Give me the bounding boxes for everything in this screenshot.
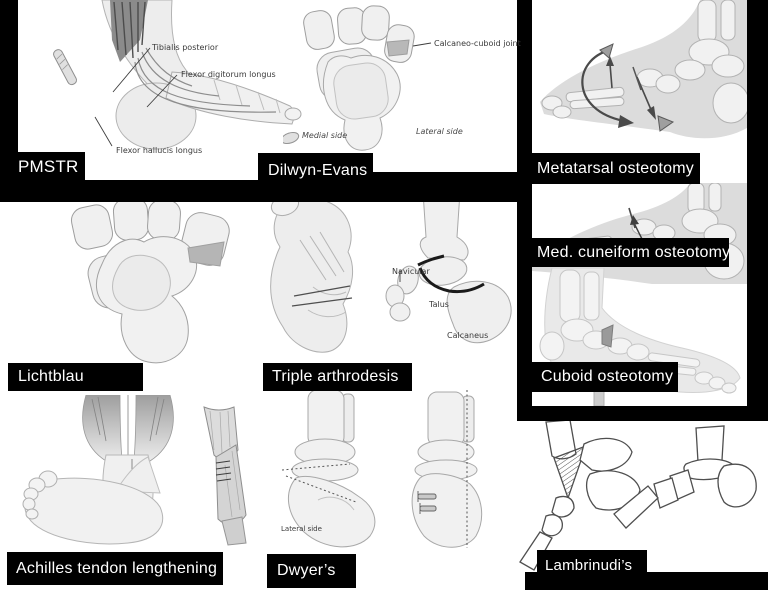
- osteotomy-line: [628, 207, 636, 229]
- wedge-marker-bottom: [657, 115, 675, 132]
- metatarsal-lines: [213, 79, 281, 114]
- resection-wedge: [187, 241, 225, 267]
- leader-line: [412, 42, 432, 47]
- bone-fragment: [283, 131, 300, 145]
- label-achilles-tendon-lengthening: Achilles tendon lengthening: [7, 552, 223, 585]
- achilles-illustration: [22, 395, 247, 546]
- up-arrow: [609, 63, 613, 89]
- annotation-flexor-digitorum-longus: Flexor digitorum longus: [181, 70, 276, 79]
- calcaneo-cuboid-joint-marker: [386, 39, 410, 57]
- rotation-arrow: [581, 48, 625, 123]
- dwyers-illustration: [281, 390, 483, 548]
- lichtblau-illustration: [70, 197, 230, 364]
- annotation-navicular: Navicular: [392, 267, 430, 276]
- calf-muscle-left: [82, 395, 123, 462]
- calf-muscle-right: [133, 395, 174, 462]
- dilwyn-evans-illustration: [283, 5, 432, 151]
- muscle-striations: [91, 395, 165, 459]
- fusion-joint-lines: [417, 254, 485, 294]
- horizontal-divider-band: [0, 180, 531, 202]
- horizontal-divider-band-step: [373, 172, 517, 184]
- metatarsal-osteotomy-illustration: [540, 0, 747, 139]
- label-triple-arthrodesis: Triple arthrodesis: [263, 363, 412, 391]
- annotation-medial-side: Medial side: [302, 131, 348, 140]
- oblique-foot-view: [270, 193, 354, 353]
- label-lambrinudis: Lambrinudi’s: [537, 550, 647, 581]
- toe: [284, 107, 302, 121]
- wedge-resection-view: [519, 420, 641, 571]
- right-column-band: [517, 406, 768, 421]
- hatched-wedge: [553, 444, 588, 500]
- cuboid-wedge: [601, 324, 614, 348]
- fixation-screws: [417, 491, 437, 514]
- osteotomy-line: [632, 66, 642, 91]
- osteotomy-dotted-lines: [281, 463, 357, 503]
- surgical-probe: [53, 49, 78, 86]
- label-dwyers: Dwyer’s: [267, 554, 356, 588]
- rotation-arrowhead: [618, 115, 634, 128]
- corrected-alignment-view: [613, 425, 757, 529]
- right-border-strip: [747, 0, 768, 413]
- label-lichtblau: Lichtblau: [8, 363, 143, 391]
- column-divider-strip: [517, 0, 532, 408]
- down-arrow: [636, 76, 653, 113]
- z-plasty-inset: [203, 406, 247, 546]
- cuboid-osteotomy-illustration: [539, 268, 741, 407]
- sole-inner-outline: [112, 254, 171, 311]
- label-cuboid-osteotomy: Cuboid osteotomy: [532, 362, 678, 392]
- lambrinudis-illustration: [519, 420, 757, 571]
- heel-view-corrected: [411, 391, 483, 548]
- pmstr-illustration: [53, 0, 302, 150]
- left-border-strip: [0, 0, 18, 182]
- heel-view-varus: [287, 390, 376, 548]
- label-dilwyn-evans: Dilwyn-Evans: [258, 153, 373, 188]
- annotation-calcaneo-cuboid-joint: Calcaneo-cuboid joint: [434, 39, 521, 48]
- annotation-lateral-side: Lateral side: [416, 127, 463, 136]
- sole-inner-outline: [333, 62, 389, 120]
- annotation-dwyer-lateral-side: Lateral side: [281, 525, 322, 533]
- resection-lines: [291, 285, 353, 307]
- annotation-flexor-hallucis-longus: Flexor hallucis longus: [116, 146, 203, 155]
- lateral-ankle-view: [385, 192, 512, 344]
- muscle-striations: [113, 1, 146, 59]
- suture-marks: [215, 460, 232, 482]
- label-pmstr: PMSTR: [0, 152, 85, 182]
- wedge-marker-top: [599, 43, 614, 59]
- annotation-tibialis-posterior: Tibialis posterior: [152, 43, 219, 52]
- annotation-calcaneus: Calcaneus: [447, 331, 489, 340]
- label-med-cuneiform-osteotomy: Med. cuneiform osteotomy: [529, 238, 730, 267]
- annotation-talus: Talus: [429, 300, 449, 309]
- label-metatarsal-osteotomy: Metatarsal osteotomy: [528, 153, 700, 184]
- foot-bones: [541, 0, 747, 124]
- leader-lines: [94, 47, 178, 147]
- foot-bones: [539, 269, 737, 394]
- toes: [22, 470, 58, 520]
- foot-sole: [24, 477, 164, 545]
